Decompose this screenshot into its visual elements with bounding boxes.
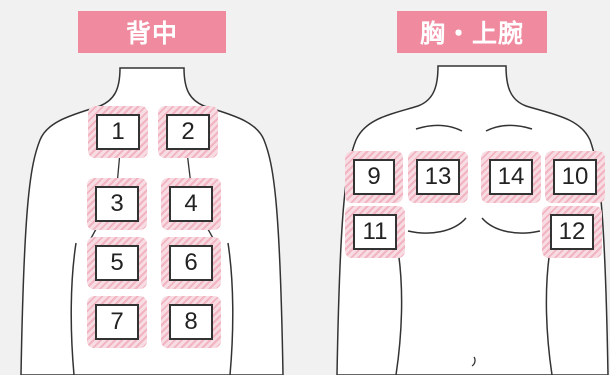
back-body-outline xyxy=(20,67,284,375)
spot-3-number: 3 xyxy=(95,186,139,222)
front-body-outline xyxy=(336,65,609,375)
spot-12-number: 12 xyxy=(550,214,594,250)
back-panel-title: 背中 xyxy=(78,11,226,53)
spot-8-number: 8 xyxy=(169,304,213,340)
spot-1[interactable]: 1 xyxy=(88,106,148,158)
spot-1-number: 1 xyxy=(96,114,140,150)
spot-9[interactable]: 9 xyxy=(345,151,403,203)
front-right-arm-line xyxy=(545,249,553,375)
spot-6[interactable]: 6 xyxy=(161,237,221,289)
spot-10[interactable]: 10 xyxy=(545,151,605,203)
spot-7[interactable]: 7 xyxy=(87,296,147,348)
front-right-pectoral xyxy=(481,217,541,234)
spot-6-number: 6 xyxy=(169,245,213,281)
spot-13-number: 13 xyxy=(416,159,460,195)
spot-11-number: 11 xyxy=(353,214,397,250)
spot-3[interactable]: 3 xyxy=(87,178,147,230)
spot-10-number: 10 xyxy=(553,159,597,195)
spot-5[interactable]: 5 xyxy=(87,237,147,289)
spot-12[interactable]: 12 xyxy=(542,206,602,258)
spot-14-number: 14 xyxy=(489,159,533,195)
spot-5-number: 5 xyxy=(95,245,139,281)
front-left-pectoral xyxy=(407,217,467,234)
spot-7-number: 7 xyxy=(95,304,139,340)
front-left-arm-line xyxy=(395,249,403,375)
front-right-clavicle xyxy=(485,124,533,132)
spot-14[interactable]: 14 xyxy=(481,151,541,203)
spot-13[interactable]: 13 xyxy=(408,151,468,203)
spot-11[interactable]: 11 xyxy=(345,206,405,258)
back-left-arm-line xyxy=(70,242,77,375)
spot-4-number: 4 xyxy=(169,186,213,222)
spot-2[interactable]: 2 xyxy=(158,106,218,158)
spot-8[interactable]: 8 xyxy=(161,296,221,348)
front-panel-title: 胸・上腕 xyxy=(397,11,547,53)
front-left-clavicle xyxy=(415,124,463,132)
spot-4[interactable]: 4 xyxy=(161,178,221,230)
back-right-arm-line xyxy=(227,242,234,375)
spot-9-number: 9 xyxy=(353,159,395,195)
front-navel xyxy=(471,356,476,367)
spot-2-number: 2 xyxy=(166,114,210,150)
